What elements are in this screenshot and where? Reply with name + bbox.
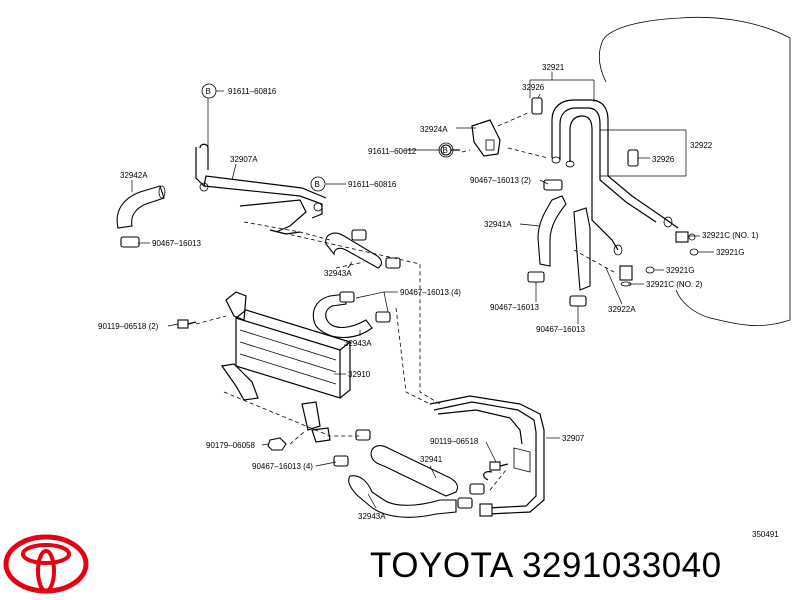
- label-32926-right: 32926: [652, 155, 675, 164]
- b-marker-mid-text: B: [315, 180, 320, 189]
- leader-lines: [131, 72, 714, 509]
- label-32924A: 32924A: [420, 125, 448, 134]
- assembly-dashed-lines: [195, 111, 615, 491]
- tube-32907: [429, 395, 545, 517]
- label-90467-16013-4-bot: 90467–16013 (4): [252, 462, 313, 471]
- toyota-logo: [3, 534, 89, 594]
- label-90467-16013-left: 90467–16013: [152, 239, 201, 248]
- reference-number: 350491: [752, 530, 779, 539]
- transmission-housing-outline: [598, 16, 791, 327]
- label-32921G-a: 32921G: [716, 248, 744, 257]
- label-91611-60816-top: 91611–60816: [228, 87, 277, 96]
- union-32921C-no1: [675, 231, 696, 243]
- label-91611-60612: 91611–60612: [368, 147, 417, 156]
- bolt-90119-06518-2: [177, 319, 197, 329]
- bracket-32924A: [471, 119, 501, 157]
- label-32943A-bot: 32943A: [358, 512, 386, 521]
- label-32941: 32941: [420, 455, 443, 464]
- oil-cooler-32910: [220, 291, 352, 443]
- label-90119-06518-2: 90119–06518 (2): [98, 322, 159, 331]
- label-32921G-b: 32921G: [666, 266, 694, 275]
- label-90467-16013-4-top: 90467–16013 (4): [400, 288, 461, 297]
- label-32921: 32921: [542, 63, 565, 72]
- label-32922A: 32922A: [608, 305, 636, 314]
- tube-32922: [551, 99, 679, 256]
- hose-32942A: [116, 185, 166, 248]
- label-90467-16013-2: 90467–16013 (2): [470, 176, 531, 185]
- label-90467-16013-c2: 90467–16013: [536, 325, 585, 334]
- b-marker-top: B: [201, 83, 217, 99]
- label-32941A: 32941A: [484, 220, 512, 229]
- part-number-caption: TOYOTA 3291033040: [370, 546, 722, 585]
- label-32907A: 32907A: [230, 155, 258, 164]
- b-marker-bolt-text: B: [443, 146, 448, 155]
- gasket-32921G-a: [689, 248, 699, 256]
- gasket-32921G-b: [645, 266, 655, 274]
- label-32921C-no1: 32921C (NO. 1): [702, 231, 759, 240]
- bolt-90119-06518: [489, 461, 509, 471]
- hose-32943A-middle: [312, 291, 391, 338]
- bracket-32907A: [195, 143, 327, 235]
- label-90467-16013-c1: 90467–16013: [490, 303, 539, 312]
- label-91611-60816-mid: 91611–60816: [348, 180, 397, 189]
- hose-32943A-upper: [325, 229, 401, 269]
- hose-32941: [355, 429, 485, 497]
- label-32942A: 32942A: [120, 171, 148, 180]
- label-32943A-top: 32943A: [324, 269, 352, 278]
- label-32943A-mid: 32943A: [344, 339, 372, 348]
- sleeve-32926-right: [627, 149, 639, 167]
- label-90179-06058: 90179–06058: [206, 441, 255, 450]
- sleeve-32926-top: [531, 97, 543, 115]
- union-32921C-no2: [619, 265, 633, 287]
- label-32926-top: 32926: [522, 83, 545, 92]
- nut-90179-06058: [267, 437, 287, 451]
- hose-32941A: [527, 179, 567, 283]
- label-32907: 32907: [562, 434, 585, 443]
- label-90119-06518: 90119–06518: [430, 437, 479, 446]
- b-marker-mid: B: [310, 176, 326, 192]
- hose-32922A: [569, 207, 591, 307]
- label-32921C-no2: 32921C (NO. 2): [646, 280, 703, 289]
- b-marker-top-text: B: [206, 87, 211, 96]
- bolt-91611-60612: [440, 144, 460, 156]
- b-marker-bolt: B: [438, 142, 454, 158]
- label-32922: 32922: [690, 141, 713, 150]
- label-32910: 32910: [348, 370, 371, 379]
